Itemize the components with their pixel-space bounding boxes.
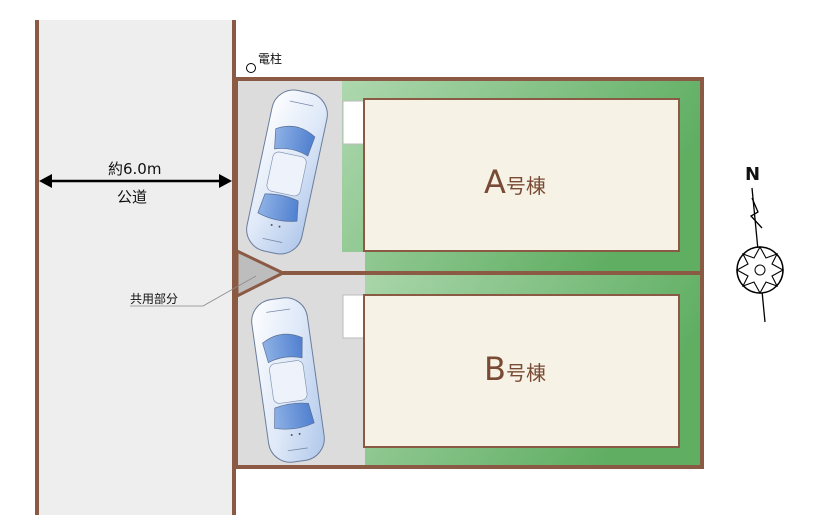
shared-area — [235, 249, 285, 298]
road-name-label: 公道 — [117, 188, 148, 206]
arrowhead-right — [219, 174, 232, 188]
north-label: N — [745, 164, 761, 185]
utility-pole-icon — [246, 63, 256, 73]
building-b-suffix: 号棟 — [505, 361, 546, 385]
building-a — [363, 98, 680, 252]
building-b — [363, 294, 680, 448]
utility-pole-label: 電柱 — [258, 52, 283, 66]
north-compass-icon — [735, 187, 785, 323]
public-road — [37, 20, 234, 515]
building-a-letter: A — [484, 163, 506, 201]
shared-area-label: 共用部分 — [130, 292, 179, 306]
parking-a-ext — [342, 252, 365, 273]
road-width-label: 約6.0m — [108, 160, 162, 178]
building-b-letter: B — [484, 350, 506, 388]
building-b-label: B号棟 — [484, 350, 546, 388]
arrowhead-left — [39, 174, 52, 188]
building-a-label: A号棟 — [484, 163, 546, 201]
building-a-suffix: 号棟 — [505, 174, 546, 198]
shared-leader — [202, 275, 257, 307]
